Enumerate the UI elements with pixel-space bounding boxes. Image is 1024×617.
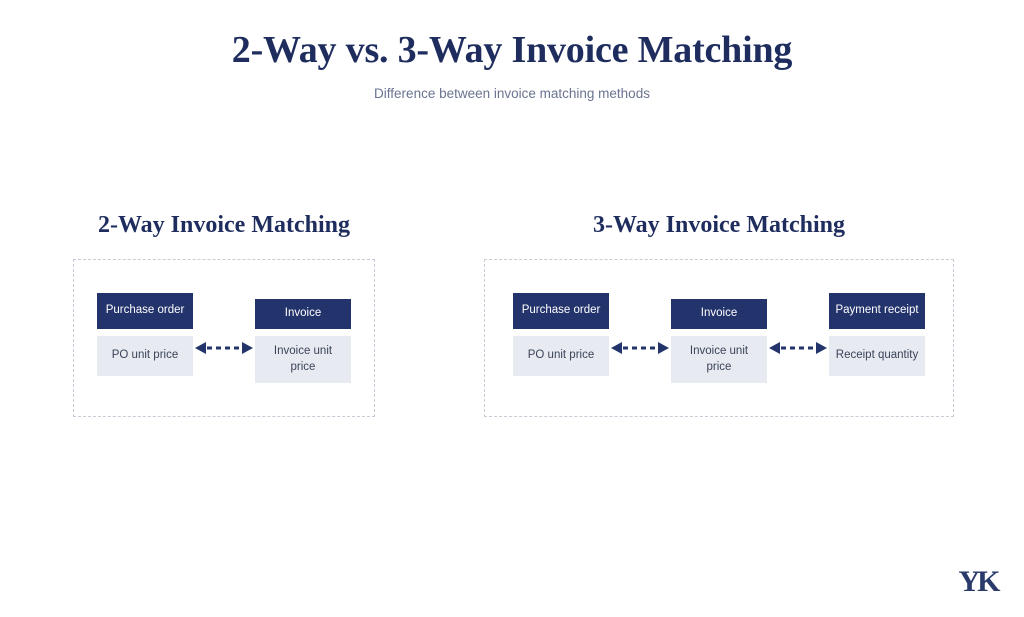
node-body-invoice-unit-price-3way: Invoice unit price [671,335,767,384]
node-purchase-order: Purchase order PO unit price [97,292,193,376]
brand-logo-text: YK [958,565,1001,598]
node-body-po-unit-price: PO unit price [97,335,193,376]
bidirectional-dashed-arrow-icon [193,341,255,355]
node-header-payment-receipt: Payment receipt [829,292,925,329]
node-header-purchase-order-3way: Purchase order [513,292,609,329]
page-title: 2-Way vs. 3-Way Invoice Matching [231,29,793,71]
flow-2way: Purchase order PO unit price Invoice Inv… [97,292,351,384]
node-body-invoice-unit-price: Invoice unit price [255,335,351,384]
node-body-po-unit-price-3way: PO unit price [513,335,609,376]
node-invoice: Invoice Invoice unit price [255,293,351,384]
node-header-purchase-order: Purchase order [97,292,193,329]
node-purchase-order-3way: Purchase order PO unit price [513,292,609,376]
node-header-invoice: Invoice [255,298,351,329]
flow-3way: Purchase order PO unit price Invoice Inv… [513,292,925,384]
page-subtitle: Difference between invoice matching meth… [374,86,650,101]
node-header-invoice-3way: Invoice [671,298,767,329]
node-payment-receipt: Payment receipt Receipt quantity [829,292,925,376]
node-invoice-3way: Invoice Invoice unit price [671,293,767,384]
bidirectional-dashed-arrow-icon [609,341,671,355]
diagram-3way: Purchase order PO unit price Invoice Inv… [484,259,954,417]
panel-heading-3way: 3-Way Invoice Matching [593,212,845,238]
bidirectional-dashed-arrow-icon [767,341,829,355]
panel-heading-2way: 2-Way Invoice Matching [98,212,350,238]
brand-logo: YK [958,564,1001,600]
diagram-2way: Purchase order PO unit price Invoice Inv… [73,259,375,417]
node-body-receipt-quantity: Receipt quantity [829,335,925,376]
